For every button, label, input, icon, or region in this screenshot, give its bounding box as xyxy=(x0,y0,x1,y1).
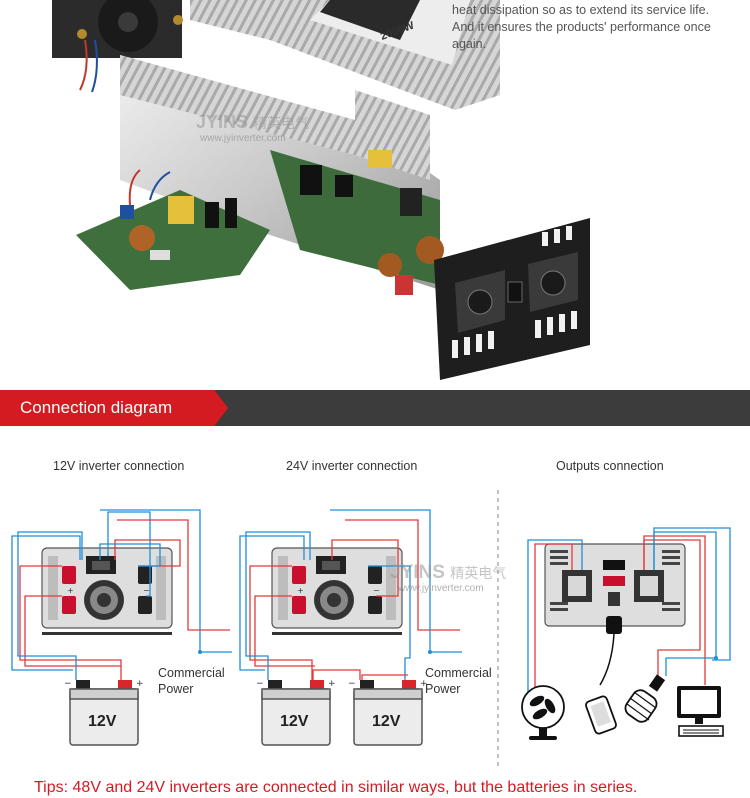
fan-icon xyxy=(521,685,565,740)
watermark-brand: JYINS 精英电气 xyxy=(390,562,507,583)
phone-icon xyxy=(585,695,617,735)
commercial-power-line: Commercial xyxy=(425,666,492,680)
battery-24v-b xyxy=(347,678,429,746)
diagram-24v: 12V 12V xyxy=(239,509,462,746)
commercial-power-line: Commercial xyxy=(158,666,225,680)
watermark-brand: JYINS 精英电气 xyxy=(196,112,310,132)
battery-12v xyxy=(63,678,145,746)
diagram-12v: 12V xyxy=(11,509,232,746)
battery-24v-a xyxy=(255,678,337,746)
inverter-24v xyxy=(271,547,403,636)
intro-line: And it ensures the products' performance… xyxy=(452,20,711,34)
intro-line: again. xyxy=(452,37,487,51)
battery-label: 12V xyxy=(88,713,117,730)
commercial-power-label-12v: Commercial Power xyxy=(158,665,225,697)
heading-outputs: Outputs connection xyxy=(556,459,664,473)
commercial-power-label-24v: Commercial Power xyxy=(425,665,492,697)
usb-plug xyxy=(606,616,622,634)
inverter-exploded-illustration: 2000W xyxy=(52,0,590,380)
commercial-power-line: Power xyxy=(425,682,461,696)
section-title: Connection diagram xyxy=(20,398,173,417)
watermark-url: www.jyinverter.com xyxy=(200,133,286,144)
computer-icon xyxy=(677,686,724,737)
intro-line: heat dissipation so as to extend its ser… xyxy=(452,3,710,17)
intro-text: heat dissipation so as to extend its ser… xyxy=(452,2,744,53)
battery-label: 12V xyxy=(372,713,401,730)
heading-24v: 24V inverter connection xyxy=(286,459,418,473)
watermark-url: www.jyinverter.com xyxy=(398,583,484,594)
commercial-power-line: Power xyxy=(158,682,194,696)
banner-tab xyxy=(0,390,228,426)
battery-label: 12V xyxy=(280,713,309,730)
bulb-icon xyxy=(624,674,666,723)
diagram-outputs xyxy=(521,527,731,740)
connection-diagrams: + − − + 12V xyxy=(11,490,731,770)
heading-12v: 12V inverter connection xyxy=(53,459,185,473)
tips-text: Tips: 48V and 24V inverters are connecte… xyxy=(34,779,638,796)
section-banner: Connection diagram xyxy=(0,390,750,426)
product-photo: 2000W xyxy=(0,0,750,390)
inverter-12v xyxy=(41,547,173,636)
